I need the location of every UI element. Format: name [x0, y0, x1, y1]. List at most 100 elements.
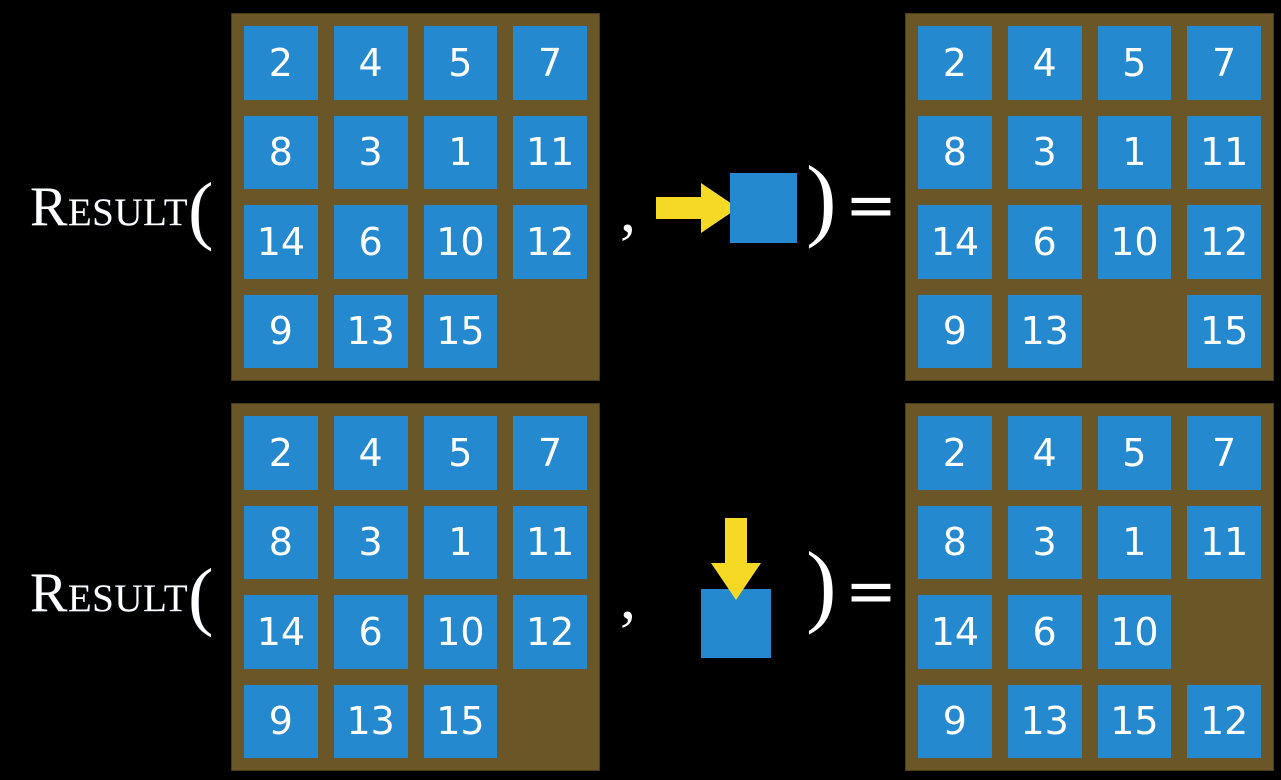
grid-cell[interactable]: 13: [326, 677, 416, 767]
grid-cell[interactable]: 4: [326, 18, 416, 108]
comma-row2: ,: [620, 561, 636, 632]
grid-cell[interactable]: 11: [505, 498, 595, 588]
grid-cell[interactable]: 10: [1090, 587, 1180, 677]
grid-cell[interactable]: 8: [236, 498, 326, 588]
tile: 10: [423, 205, 498, 279]
tile: 15: [1097, 684, 1172, 758]
grid-cell-blank[interactable]: [1179, 587, 1269, 677]
tile: 12: [513, 595, 587, 669]
grid-cell[interactable]: 14: [910, 197, 1000, 287]
tile: 5: [1097, 416, 1172, 490]
tile: 3: [1007, 115, 1082, 189]
result-label-row1: Result(: [30, 172, 214, 248]
grid-cell[interactable]: 6: [326, 587, 416, 677]
grid-cell[interactable]: 1: [1090, 498, 1180, 588]
grid-cell[interactable]: 8: [910, 108, 1000, 198]
grid-cell[interactable]: 7: [505, 18, 595, 108]
tile: 4: [333, 26, 408, 100]
grid-cell[interactable]: 12: [1179, 197, 1269, 287]
grid-cell[interactable]: 6: [326, 197, 416, 287]
grid-cell-blank[interactable]: [1090, 287, 1180, 377]
grid-cell[interactable]: 1: [416, 498, 506, 588]
grid-cell[interactable]: 3: [326, 108, 416, 198]
grid-cell[interactable]: 6: [1000, 197, 1090, 287]
grid-cell[interactable]: 5: [416, 408, 506, 498]
grid-cell[interactable]: 15: [1179, 287, 1269, 377]
grid-cell[interactable]: 7: [1179, 408, 1269, 498]
tile: 1: [423, 115, 498, 189]
grid-cell[interactable]: 15: [416, 677, 506, 767]
grid-cell[interactable]: 12: [505, 197, 595, 287]
grid-cell[interactable]: 9: [910, 677, 1000, 767]
grid-cell[interactable]: 3: [326, 498, 416, 588]
grid-cell[interactable]: 11: [1179, 498, 1269, 588]
grid-cell[interactable]: 13: [1000, 677, 1090, 767]
grid-cell[interactable]: 11: [1179, 108, 1269, 198]
grid-cell[interactable]: 2: [910, 18, 1000, 108]
tile: 7: [513, 26, 587, 100]
grid-cell[interactable]: 4: [326, 408, 416, 498]
result-label-lead-row2: R: [30, 562, 68, 624]
grid-cell[interactable]: 2: [236, 18, 326, 108]
blank-tile-row2[interactable]: [701, 589, 771, 658]
grid-cell[interactable]: 7: [1179, 18, 1269, 108]
grid-cell-blank[interactable]: [505, 677, 595, 767]
tile: 7: [1187, 416, 1261, 490]
grid-cell[interactable]: 5: [416, 18, 506, 108]
grid-cell[interactable]: 11: [505, 108, 595, 198]
grid-cell[interactable]: 4: [1000, 408, 1090, 498]
grid-cell[interactable]: 13: [326, 287, 416, 377]
result-label-lead-row1: R: [30, 176, 68, 238]
grid-cell[interactable]: 12: [505, 587, 595, 677]
grid-cell[interactable]: 8: [910, 498, 1000, 588]
grid-cell[interactable]: 14: [236, 197, 326, 287]
grid-cell[interactable]: 15: [416, 287, 506, 377]
tile: 15: [423, 684, 498, 758]
tile: 4: [1007, 416, 1082, 490]
tile: 1: [1097, 115, 1172, 189]
grid-cell[interactable]: 5: [1090, 18, 1180, 108]
output-board-bottom: 2 4 5 7 8 3 1 11 14 6 10 9 13 15 12: [905, 403, 1274, 771]
output-board-top: 2 4 5 7 8 3 1 11 14 6 10 12 9 13 15: [905, 13, 1274, 381]
grid-cell[interactable]: 2: [910, 408, 1000, 498]
tile: 2: [918, 416, 992, 490]
grid-cell[interactable]: 4: [1000, 18, 1090, 108]
grid-cell[interactable]: 2: [236, 408, 326, 498]
tile: 14: [918, 595, 992, 669]
tile: 3: [1007, 505, 1082, 579]
close-paren-row2: ): [806, 533, 837, 635]
grid-cell[interactable]: 6: [1000, 587, 1090, 677]
grid-cell[interactable]: 13: [1000, 287, 1090, 377]
tile: 12: [513, 205, 587, 279]
grid-cell[interactable]: 8: [236, 108, 326, 198]
comma-row1: ,: [620, 174, 636, 245]
tile: 13: [1007, 294, 1082, 368]
tile: 9: [244, 684, 318, 758]
grid-cell[interactable]: 14: [910, 587, 1000, 677]
tile: 9: [918, 684, 992, 758]
grid-cell[interactable]: 3: [1000, 498, 1090, 588]
tile: 2: [244, 26, 318, 100]
grid-cell[interactable]: 9: [236, 677, 326, 767]
grid-cell[interactable]: 7: [505, 408, 595, 498]
grid-cell[interactable]: 10: [1090, 197, 1180, 287]
tile: 14: [244, 595, 318, 669]
tile: 5: [423, 416, 498, 490]
grid-cell[interactable]: 14: [236, 587, 326, 677]
grid-cell[interactable]: 5: [1090, 408, 1180, 498]
grid-cell[interactable]: 1: [416, 108, 506, 198]
blank-tile-row1[interactable]: [730, 173, 797, 243]
grid-cell[interactable]: 9: [236, 287, 326, 377]
tile: 1: [423, 505, 498, 579]
grid-cell[interactable]: 10: [416, 197, 506, 287]
grid-cell[interactable]: 9: [910, 287, 1000, 377]
tile: 15: [423, 294, 498, 368]
grid-cell-blank[interactable]: [505, 287, 595, 377]
tile: 5: [423, 26, 498, 100]
grid-cell[interactable]: 15: [1090, 677, 1180, 767]
grid-cell[interactable]: 3: [1000, 108, 1090, 198]
grid-cell[interactable]: 1: [1090, 108, 1180, 198]
tile: 11: [1187, 505, 1261, 579]
grid-cell[interactable]: 12: [1179, 677, 1269, 767]
grid-cell[interactable]: 10: [416, 587, 506, 677]
